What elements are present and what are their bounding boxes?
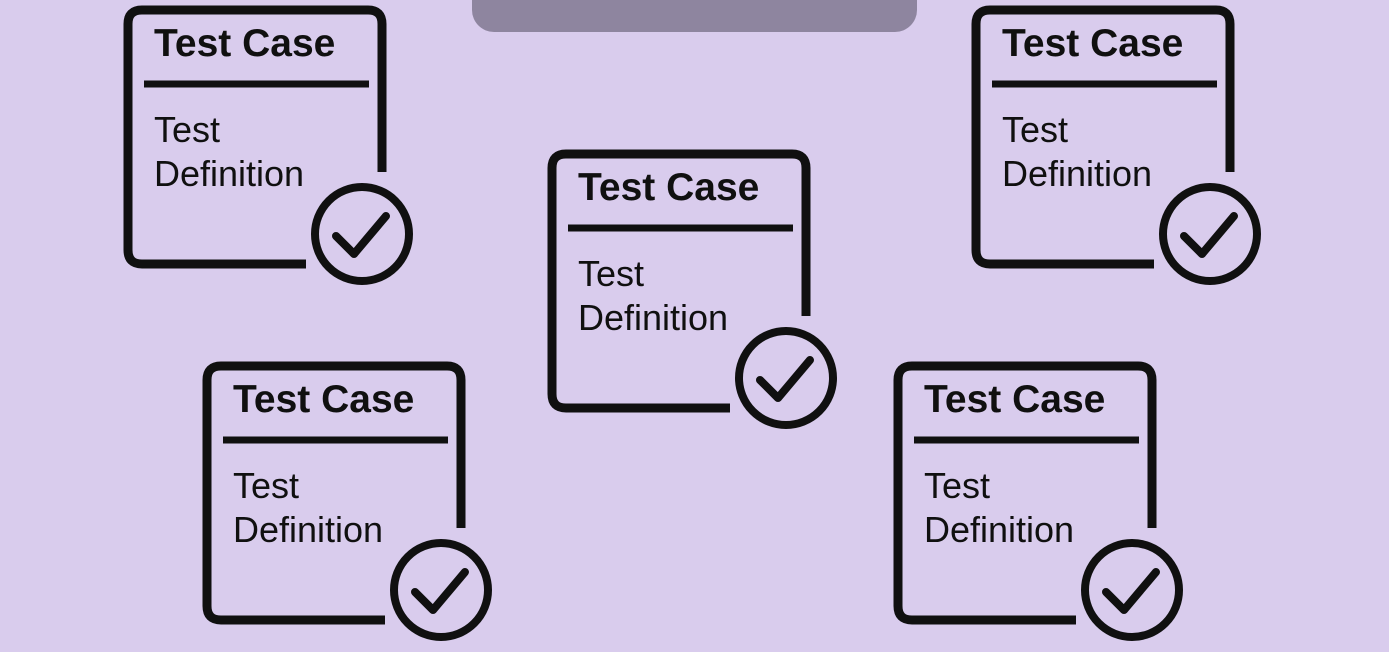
card-body-line: Test <box>233 465 300 506</box>
card-body: Test Definition <box>154 108 344 196</box>
card-body-line: Test <box>578 253 645 294</box>
card-body-line: Definition <box>578 297 729 338</box>
document-frame <box>893 361 1183 641</box>
card-title: Test Case <box>924 378 1106 421</box>
card-body-line: Test <box>1002 109 1069 150</box>
card-title: Test Case <box>578 166 760 209</box>
top-tab-shape <box>472 0 917 32</box>
card-body-line: Test <box>154 109 221 150</box>
card-title: Test Case <box>154 22 336 65</box>
check-circle-icon <box>735 327 837 429</box>
check-circle-icon <box>390 539 492 641</box>
check-circle-icon <box>1081 539 1183 641</box>
card-body: Test Definition <box>1002 108 1192 196</box>
document-frame <box>202 361 492 641</box>
card-body-line: Test <box>924 465 991 506</box>
card-body-line: Definition <box>924 509 1075 550</box>
test-case-card-2: Test Case Test Definition <box>547 149 878 440</box>
test-case-card-4: Test Case Test Definition <box>202 361 533 652</box>
document-frame <box>123 5 413 285</box>
document-frame <box>547 149 837 429</box>
test-case-card-5: Test Case Test Definition <box>893 361 1224 652</box>
check-circle-icon <box>311 183 413 285</box>
card-body: Test Definition <box>924 464 1114 552</box>
card-body: Test Definition <box>233 464 423 552</box>
card-body: Test Definition <box>578 252 768 340</box>
test-case-card-1: Test Case Test Definition <box>123 5 454 296</box>
check-circle-icon <box>1159 183 1261 285</box>
test-case-card-3: Test Case Test Definition <box>971 5 1302 296</box>
card-title: Test Case <box>233 378 415 421</box>
card-body-line: Definition <box>233 509 384 550</box>
card-title: Test Case <box>1002 22 1184 65</box>
card-body-line: Definition <box>1002 153 1153 194</box>
document-frame <box>971 5 1261 285</box>
card-body-line: Definition <box>154 153 305 194</box>
